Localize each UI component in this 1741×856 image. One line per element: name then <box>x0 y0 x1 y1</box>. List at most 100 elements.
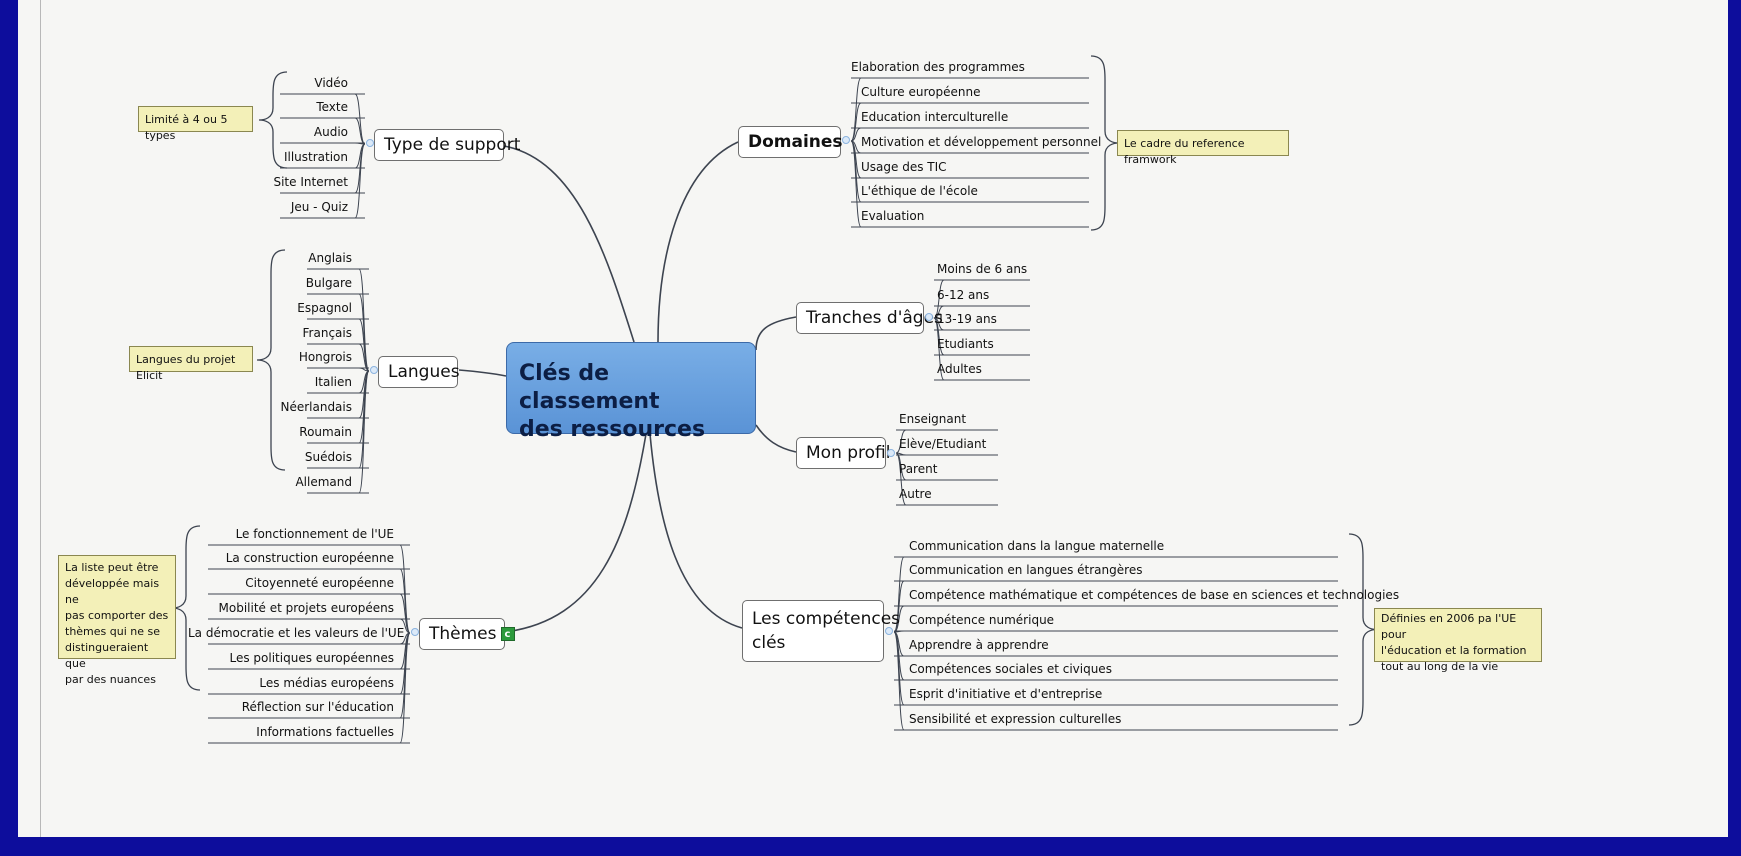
leaf-italien[interactable]: Italien <box>314 375 352 389</box>
leaf-esprit-initiative[interactable]: Esprit d'initiative et d'entreprise <box>909 687 1103 701</box>
topic-domaines-label: Domaines <box>748 132 843 152</box>
leaf-competence-numerique[interactable]: Compétence numérique <box>909 613 1055 627</box>
leaf-evaluation[interactable]: Evaluation <box>861 209 925 223</box>
note-limite-types-text: Limité à 4 ou 5 types <box>145 113 228 142</box>
leaf-illustration[interactable]: Illustration <box>283 150 348 164</box>
profil-branch-3 <box>895 452 907 506</box>
leaf-usage-tic[interactable]: Usage des TIC <box>861 160 947 174</box>
page-margin-line <box>40 0 41 837</box>
note-langues-elicit[interactable]: Langues du projet Elicit <box>129 346 253 382</box>
leaf-autre[interactable]: Autre <box>899 487 932 501</box>
leaf-site-internet[interactable]: Site Internet <box>273 175 348 189</box>
leaf-texte[interactable]: Texte <box>316 100 348 114</box>
collapse-toggle-type-de-support[interactable] <box>366 139 374 147</box>
leaf-parent[interactable]: Parent <box>899 462 938 476</box>
topic-mon-profil-label: Mon profil <box>806 443 891 463</box>
note-definies-2006[interactable]: Définies en 2006 pa l'UE pour l'éducatio… <box>1374 608 1542 673</box>
leaf-roumain[interactable]: Roumain <box>299 425 352 439</box>
leaf-elaboration-programmes[interactable]: Elaboration des programmes <box>851 60 1025 74</box>
leaf-audio[interactable]: Audio <box>313 125 348 139</box>
note-langues-elicit-text: Langues du projet Elicit <box>136 353 236 382</box>
topic-langues[interactable]: Langues <box>378 356 460 388</box>
leaf-hongrois[interactable]: Hongrois <box>298 350 352 364</box>
leaf-construction-europeenne[interactable]: La construction européenne <box>225 551 394 565</box>
leaf-citoyennete-europeenne[interactable]: Citoyenneté européenne <box>245 576 394 590</box>
leaf-medias-europeens[interactable]: Les médias européens <box>259 676 394 690</box>
topic-themes-label: Thèmes <box>429 624 497 644</box>
leaf-jeu-quiz[interactable]: Jeu - Quiz <box>290 200 348 214</box>
collapse-toggle-competences[interactable] <box>885 627 893 635</box>
leaf-informations-factuelles[interactable]: Informations factuelles <box>256 725 394 739</box>
note-definies-line-1: Définies en 2006 pa l'UE pour <box>1381 612 1517 641</box>
collapse-toggle-tranches[interactable] <box>925 313 933 321</box>
leaf-reflection-education[interactable]: Réflection sur l'éducation <box>241 700 394 714</box>
leaf-etudiants[interactable]: Etudiants <box>937 337 994 351</box>
topic-competences-line-2: clés <box>752 633 786 653</box>
note-themes-line-2: développée mais ne <box>65 577 160 606</box>
leaf-fonctionnement-ue[interactable]: Le fonctionnement de l'UE <box>235 527 394 541</box>
type-support-branch-5 <box>354 143 366 219</box>
collapse-toggle-themes[interactable] <box>411 628 419 636</box>
competences-branch-7 <box>893 631 905 731</box>
domaines-branch-0 <box>850 77 862 142</box>
leaf-competence-mathematique[interactable]: Compétence mathématique et compétences d… <box>909 588 1400 602</box>
leaf-video[interactable]: Vidéo <box>314 76 348 90</box>
leaf-suedois[interactable]: Suédois <box>304 450 352 464</box>
note-themes-line-1: La liste peut être <box>65 561 159 574</box>
leaf-apprendre-a-apprendre[interactable]: Apprendre à apprendre <box>909 638 1049 652</box>
collapse-toggle-domaines[interactable] <box>842 136 850 144</box>
note-limite-types[interactable]: Limité à 4 ou 5 types <box>138 106 253 142</box>
tranches-branch-4 <box>933 317 945 381</box>
domaines-branch-1 <box>850 102 862 142</box>
note-liste-themes[interactable]: La liste peut être développée mais ne pa… <box>58 555 176 686</box>
topic-competences-line-1: Les compétences <box>752 609 901 629</box>
leaf-13-19-ans[interactable]: 13-19 ans <box>937 312 997 326</box>
leaf-motivation-developpement[interactable]: Motivation et développement personnel <box>861 135 1102 149</box>
leaf-allemand[interactable]: Allemand <box>295 475 352 489</box>
leaf-anglais[interactable]: Anglais <box>308 251 352 265</box>
leaf-ethique-ecole[interactable]: L'éthique de l'école <box>861 184 978 198</box>
leaf-comm-langue-maternelle[interactable]: Communication dans la langue maternelle <box>909 539 1165 553</box>
themes-branch-8 <box>399 632 411 744</box>
topic-domaines[interactable]: Domaines <box>738 126 843 158</box>
leaf-moins-6-ans[interactable]: Moins de 6 ans <box>937 262 1028 276</box>
leaf-comm-langues-etrangeres[interactable]: Communication en langues étrangères <box>909 563 1143 577</box>
note-themes-line-3: pas comporter des <box>65 609 169 622</box>
leaf-neerlandais[interactable]: Néerlandais <box>280 400 352 414</box>
leaf-competences-sociales[interactable]: Compétences sociales et civiques <box>909 662 1112 676</box>
note-reference-framework[interactable]: Le cadre du reference framwork <box>1117 130 1289 166</box>
topic-tranches-dages[interactable]: Tranches d'âges <box>796 302 943 334</box>
central-topic[interactable]: Clés de classement des ressources <box>506 342 756 442</box>
topic-competences-cles[interactable]: Les compétences clés <box>742 600 901 662</box>
brace-langues <box>256 249 286 471</box>
note-themes-line-4: thèmes qui ne se <box>65 625 161 638</box>
link-central-langues <box>458 369 507 377</box>
leaf-culture-europeenne[interactable]: Culture européenne <box>861 85 981 99</box>
leaf-mobilite-projets[interactable]: Mobilité et projets européens <box>218 601 394 615</box>
leaf-adultes[interactable]: Adultes <box>937 362 982 376</box>
leaf-democratie-valeurs[interactable]: La démocratie et les valeurs de l'UE <box>188 626 405 640</box>
leaf-education-interculturelle[interactable]: Education interculturelle <box>861 110 1009 124</box>
topic-type-de-support-label: Type de support <box>384 135 521 155</box>
link-central-competences <box>649 433 743 629</box>
leaf-6-12-ans[interactable]: 6-12 ans <box>937 288 990 302</box>
mind-map-canvas: Clés de classement des ressources Type d… <box>18 0 1728 837</box>
domaines-branch-6 <box>850 140 862 228</box>
leaf-sensibilite-expression[interactable]: Sensibilité et expression culturelles <box>909 712 1122 726</box>
leaf-eleve-etudiant[interactable]: Elève/Etudiant <box>899 437 987 451</box>
leaf-politiques-europeennes[interactable]: Les politiques européennes <box>229 651 395 665</box>
leaf-francais[interactable]: Français <box>302 326 352 340</box>
collapse-toggle-langues[interactable] <box>370 366 378 374</box>
leaf-enseignant[interactable]: Enseignant <box>899 412 967 426</box>
topic-type-de-support[interactable]: Type de support <box>374 129 520 161</box>
topic-mon-profil[interactable]: Mon profil <box>796 437 891 469</box>
leaf-bulgare[interactable]: Bulgare <box>305 276 352 290</box>
brace-competences <box>1348 533 1378 726</box>
leaf-espagnol[interactable]: Espagnol <box>297 301 352 315</box>
collapse-toggle-mon-profil[interactable] <box>887 449 895 457</box>
link-central-type-support <box>503 145 635 343</box>
note-themes-line-6: par des nuances <box>65 673 156 686</box>
theme-c-icon[interactable]: c <box>500 627 515 641</box>
link-central-tranches <box>755 316 797 351</box>
